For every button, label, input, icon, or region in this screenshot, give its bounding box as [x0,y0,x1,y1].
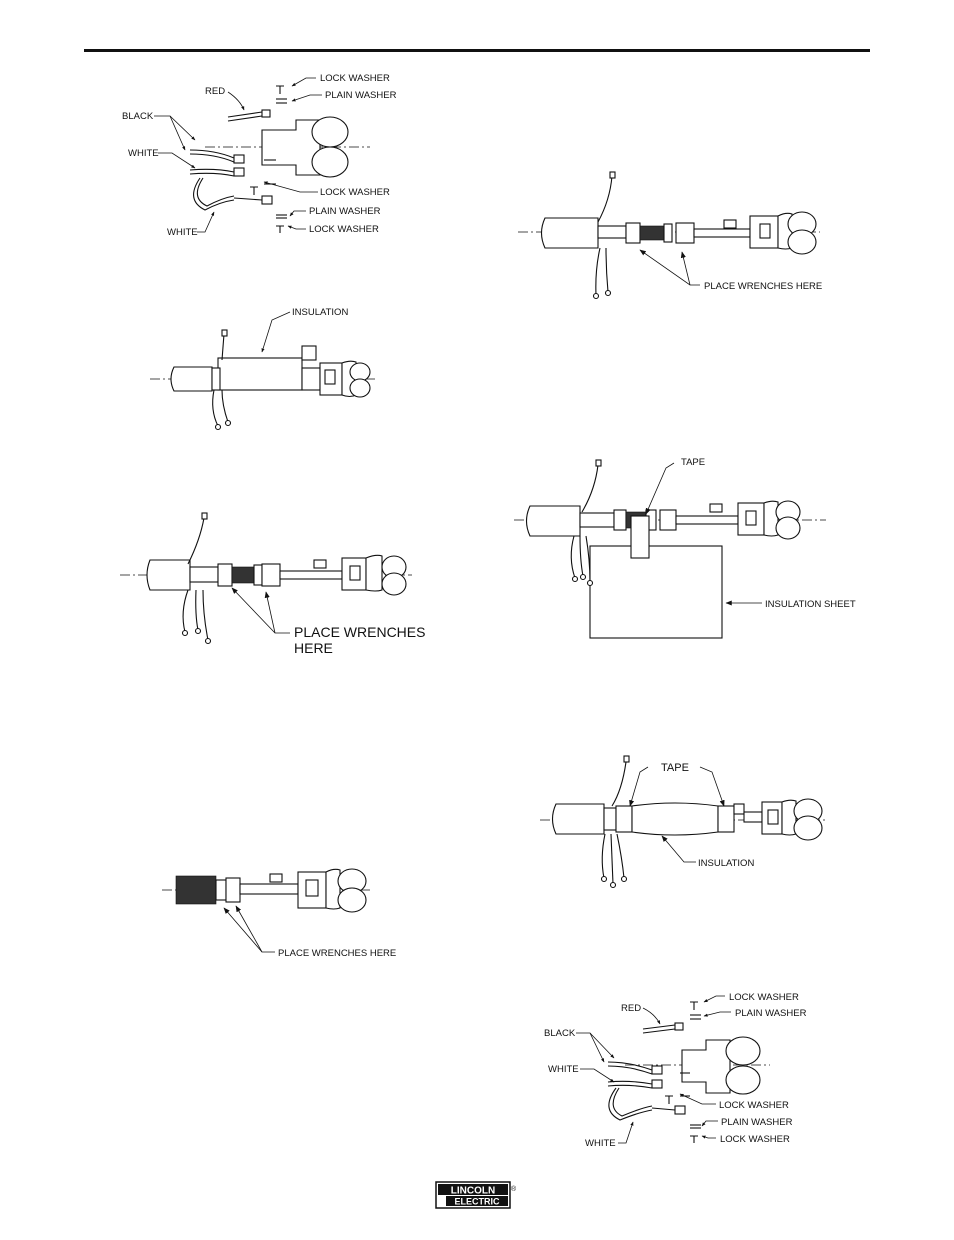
label-plain-washer-3: PLAIN WASHER [735,1008,807,1019]
label-place-wrenches-big-1: PLACE WRENCHES [294,624,425,640]
label-lock-washer-3: LOCK WASHER [309,224,379,235]
header-rule [84,49,870,52]
wrench-diagram-left-bottom: PLACE WRENCHES HERE [162,869,396,959]
insulation-diagram-left: INSULATION [150,307,375,430]
label-lock-washer-4: LOCK WASHER [729,992,799,1003]
logo-text-lincoln: LINCOLN [451,1186,495,1197]
wrench-diagram-left-middle: PLACE WRENCHES HERE [120,513,425,656]
label-lock-washer-2: LOCK WASHER [320,187,390,198]
lincoln-electric-logo: LINCOLN ELECTRIC ® [436,1182,517,1208]
label-place-wrenches-bottom: PLACE WRENCHES HERE [278,948,396,959]
label-insulation-bottom: INSULATION [698,858,754,869]
label-lock-washer-1: LOCK WASHER [320,73,390,84]
label-place-wrenches-big-2: HERE [294,640,333,656]
label-plain-washer-2: PLAIN WASHER [309,206,381,217]
label-tape-middle: TAPE [681,457,705,468]
label-lock-washer-5: LOCK WASHER [719,1100,789,1111]
label-white-bottom: WHITE [167,227,198,238]
label-plain-washer-4: PLAIN WASHER [721,1117,793,1128]
label-white-top-2: WHITE [548,1064,579,1075]
tape-insulation-diagram: TAPE INSULATION [540,756,826,888]
wrench-diagram-right-top: PLACE WRENCHES HERE [518,172,822,299]
label-lock-washer-6: LOCK WASHER [720,1134,790,1145]
label-insulation: INSULATION [292,307,348,318]
registered-mark: ® [511,1185,517,1193]
wiring-diagram-top-left: RED BLACK WHITE WHITE LOCK WASHER PLAIN … [122,73,397,238]
label-red: RED [205,86,225,97]
label-plain-washer-1: PLAIN WASHER [325,90,397,101]
insulation-sheet-diagram: TAPE INSULATION SHEET [514,457,856,638]
label-tape-bottom: TAPE [661,762,689,774]
logo-text-electric: ELECTRIC [455,1197,501,1207]
label-white-bottom-2: WHITE [585,1138,616,1149]
label-red-2: RED [621,1003,641,1014]
label-black-2: BLACK [544,1028,576,1039]
label-black: BLACK [122,111,154,122]
label-insulation-sheet: INSULATION SHEET [765,599,856,610]
insulation-sheet [590,546,722,638]
label-white-top: WHITE [128,148,159,159]
label-place-wrenches-top: PLACE WRENCHES HERE [704,281,822,292]
wiring-diagram-bottom-right: RED BLACK WHITE WHITE LOCK WASHER PLAIN … [544,992,807,1149]
